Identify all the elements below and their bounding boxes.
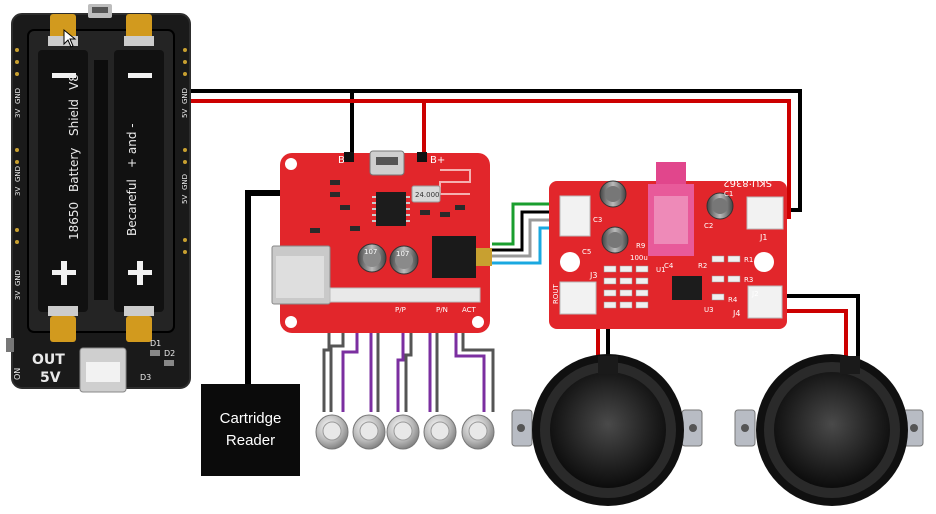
label-r3: R3 <box>744 276 753 284</box>
label-c5: C5 <box>582 248 591 256</box>
pin-label-3v-mid: 3V <box>14 187 22 196</box>
bt-chip <box>376 192 406 226</box>
label-d2: D2 <box>164 349 175 358</box>
mouse-pointer-icon <box>63 28 77 48</box>
cartridge-reader-box: Cartridge Reader <box>201 384 300 476</box>
label-pn: P/N <box>436 306 448 314</box>
cartridge-reader-line2: Reader <box>225 432 276 449</box>
audio-jack <box>432 236 476 278</box>
label-rout: ROUT <box>552 284 560 304</box>
amplifier-board: SKU:8362 J1 C3 C2 100u R9 C5 J3 J4 ROUT … <box>549 162 787 329</box>
label-plus-and-minus: + and - <box>125 123 139 168</box>
battery-shield: 18650 Battery Shield V8 Becareful + and … <box>6 4 191 393</box>
speaker-driver-icon <box>511 354 703 506</box>
minus-mark <box>128 73 152 78</box>
label-r1: R1 <box>744 256 753 264</box>
push-button-icon <box>352 414 386 450</box>
label-r2: R2 <box>698 262 707 270</box>
label-cap-100: 100u <box>630 254 648 262</box>
speaker-driver-icon <box>734 354 924 506</box>
label-c4: C4 <box>664 262 674 270</box>
antenna-trace <box>439 169 471 195</box>
label-j3: J3 <box>589 271 597 280</box>
pin-label-gnd-right-mid: GND <box>181 174 189 190</box>
pin-label-3v-bot: 3V <box>14 291 22 300</box>
label-u1: U1 <box>656 266 666 274</box>
label-d3: D3 <box>140 373 151 382</box>
speaker-right <box>734 354 924 506</box>
push-button-icon <box>461 414 495 450</box>
label-b-plus: B+ <box>430 155 445 166</box>
label-r4: R4 <box>728 296 738 304</box>
label-18650: 18650 <box>67 202 81 240</box>
pin-label-5v-mid: 5V <box>181 195 189 204</box>
amp-power-connector <box>746 196 784 230</box>
label-d1: D1 <box>150 339 161 348</box>
label-j4: J4 <box>732 309 740 318</box>
label-shield: Shield <box>67 99 81 136</box>
push-button-icon <box>315 414 349 450</box>
label-r9: R9 <box>636 242 645 250</box>
label-j1: J1 <box>759 233 767 242</box>
pink-potentiometer <box>656 162 686 188</box>
cartridge-reader-line1: Cartridge <box>219 410 282 427</box>
label-c3: C3 <box>593 216 602 224</box>
label-pp: P/P <box>395 306 406 314</box>
speaker-left <box>511 354 703 506</box>
label-b-minus: B- <box>338 155 349 166</box>
pin-label-5v-top: 5V <box>181 109 189 118</box>
button-header <box>329 287 481 303</box>
pin-label-gnd-mid: GND <box>14 166 22 182</box>
pin-label-gnd-top: GND <box>14 88 22 104</box>
label-5v: 5V <box>40 370 61 386</box>
wire-audio-green <box>492 202 576 246</box>
label-c1: C1 <box>724 190 733 198</box>
label-act: ACT <box>462 306 477 314</box>
label-crystal: 24.000 <box>415 191 440 199</box>
push-button-icon <box>423 414 457 450</box>
label-c2: C2 <box>704 222 713 230</box>
push-button-icon <box>386 414 420 450</box>
amp-chip <box>672 276 702 300</box>
amp-input-connector <box>559 195 591 237</box>
label-j2: J2 <box>751 290 759 298</box>
label-model: SKU:8362 <box>723 177 772 188</box>
label-battery: Battery <box>67 148 81 192</box>
pin-label-gnd-right-top: GND <box>181 88 189 104</box>
label-becareful: Becareful <box>125 179 139 236</box>
amp-output-left-connector <box>559 281 597 315</box>
minus-mark <box>52 73 76 78</box>
label-version: V8 <box>67 74 81 90</box>
bluetooth-board: B- B+ 24.000 107 107 <box>271 150 492 333</box>
label-on: ON <box>13 368 22 380</box>
label-out: OUT <box>32 352 65 368</box>
push-buttons <box>315 414 495 450</box>
amp-output-right-connector <box>747 285 783 319</box>
label-u3: U3 <box>704 306 714 314</box>
pin-label-gnd-bot: GND <box>14 270 22 286</box>
label-cap2: 107 <box>396 250 409 258</box>
power-switch <box>6 338 14 352</box>
pin-label-3v-top: 3V <box>14 109 22 118</box>
label-cap1: 107 <box>364 248 377 256</box>
